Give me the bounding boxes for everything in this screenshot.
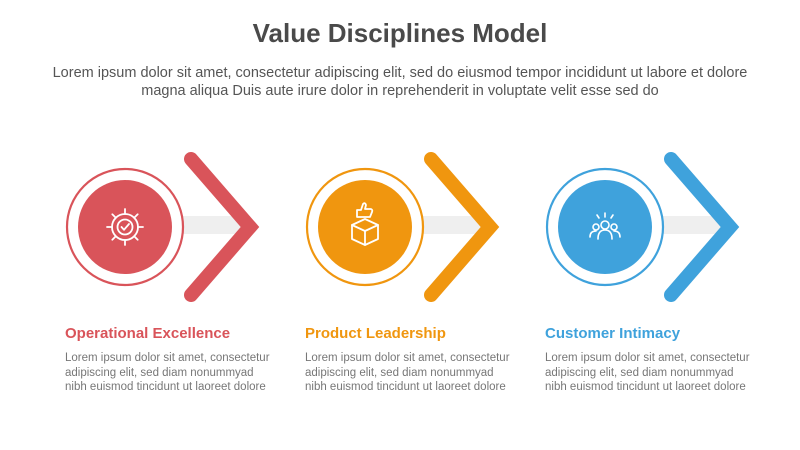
step-graphic bbox=[65, 152, 260, 302]
step-description: Lorem ipsum dolor sit amet, consectetur … bbox=[545, 352, 750, 393]
step-graphic bbox=[545, 152, 740, 302]
inner-circle bbox=[78, 180, 172, 274]
step-title: Customer Intimacy bbox=[545, 325, 681, 342]
step-graphic bbox=[305, 152, 500, 302]
page-subtitle: Lorem ipsum dolor sit amet, consectetur … bbox=[52, 65, 748, 99]
step-product-leadership: Product Leadership Lorem ipsum dolor sit… bbox=[305, 140, 545, 420]
chevron-arrow bbox=[184, 152, 260, 302]
step-title: Product Leadership bbox=[305, 325, 446, 342]
step-customer-intimacy: Customer Intimacy Lorem ipsum dolor sit … bbox=[545, 140, 785, 420]
step-description: Lorem ipsum dolor sit amet, consectetur … bbox=[65, 352, 270, 393]
step-description: Lorem ipsum dolor sit amet, consectetur … bbox=[305, 352, 510, 393]
customer-group-icon bbox=[589, 212, 621, 240]
gear-check-icon bbox=[106, 208, 144, 246]
chevron-arrow bbox=[664, 152, 740, 302]
inner-circle bbox=[558, 180, 652, 274]
chevron-arrow bbox=[424, 152, 500, 302]
inner-circle bbox=[318, 180, 412, 274]
step-operational-excellence: Operational Excellence Lorem ipsum dolor… bbox=[65, 140, 305, 420]
step-title: Operational Excellence bbox=[65, 325, 231, 342]
page-title: Value Disciplines Model bbox=[252, 18, 548, 48]
box-thumbs-up-icon bbox=[351, 202, 379, 246]
